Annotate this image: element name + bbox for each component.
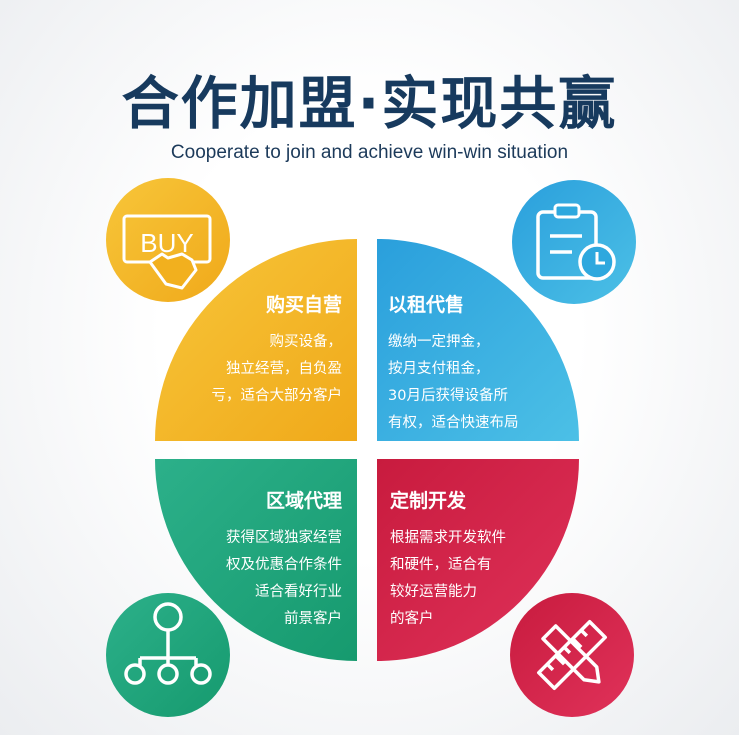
quadrant-custom-development: 定制开发 根据需求开发软件 和硬件，适合有 较好运营能力 的客户 xyxy=(390,486,570,633)
quadrant-red xyxy=(377,459,579,661)
quadrant-text-line: 权及优惠合作条件 xyxy=(226,557,342,573)
quadrant-text-line: 购买设备， xyxy=(269,334,343,350)
quadrant-title: 定制开发 xyxy=(390,490,467,512)
network-hierarchy-icon xyxy=(106,593,230,717)
quadrant-buy-self-operate: 购买自营 购买设备， 独立经营，自负盈 亏，适合大部分客户 xyxy=(170,290,343,410)
quadrant-text-line: 较好运营能力 xyxy=(390,584,477,600)
quadrant-text-line: 获得区域独家经营 xyxy=(226,530,342,546)
quadrant-text-line: 缴纳一定押金， xyxy=(388,334,490,350)
quadrant-text-line: 的客户 xyxy=(390,611,434,627)
buy-touch-icon: BUY xyxy=(106,178,230,302)
quadrant-text-line: 独立经营，自负盈 xyxy=(226,361,342,377)
quadrant-text-line: 亏，适合大部分客户 xyxy=(211,388,343,404)
quadrant-yellow xyxy=(155,239,357,441)
quadrant-regional-agent: 区域代理 获得区域独家经营 权及优惠合作条件 适合看好行业 前景客户 xyxy=(165,486,342,633)
quadrant-lease-to-own: 以租代售 缴纳一定押金， 按月支付租金， 30月后获得设备所 有权，适合快速布局 xyxy=(388,290,568,437)
quadrant-text-line: 和硬件，适合有 xyxy=(390,557,492,573)
quadrant-title: 购买自营 xyxy=(265,294,342,316)
clipboard-clock-icon xyxy=(512,180,636,304)
quadrant-title: 以租代售 xyxy=(388,294,465,316)
quadrant-text-line: 前景客户 xyxy=(284,611,342,627)
page-title: 合作加盟·实现共赢 xyxy=(121,71,618,137)
quadrant-text-line: 按月支付租金， xyxy=(388,361,490,377)
quadrant-text-line: 30月后获得设备所 xyxy=(388,388,508,404)
quadrant-text-line: 适合看好行业 xyxy=(255,584,342,600)
quadrant-title: 区域代理 xyxy=(265,490,342,512)
buy-icon-text: BUY xyxy=(140,228,193,258)
quadrant-text-line: 根据需求开发软件 xyxy=(390,530,506,546)
quadrant-text-line: 有权，适合快速布局 xyxy=(388,415,519,431)
page-subtitle: Cooperate to join and achieve win-win si… xyxy=(170,142,569,163)
quadrant-blue xyxy=(377,239,579,441)
quadrant-green xyxy=(155,459,357,661)
pencil-ruler-icon xyxy=(510,593,634,717)
